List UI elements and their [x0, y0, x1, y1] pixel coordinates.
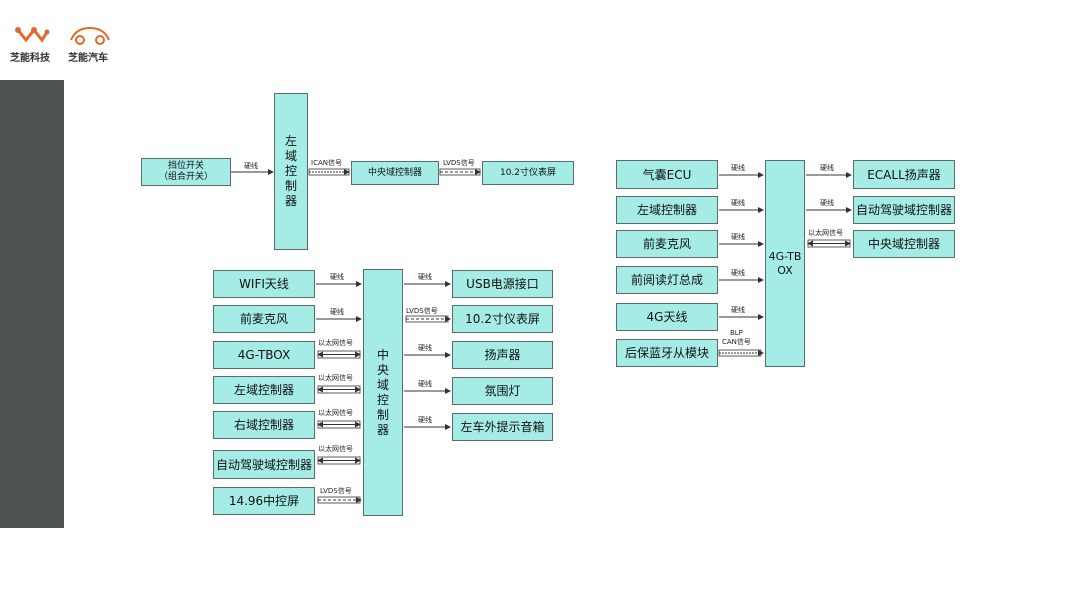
d3-output-box: 自动驾驶域控制器: [853, 196, 955, 224]
d3-output-edge-label: 硬线: [820, 199, 834, 207]
d2-input-edge-label: 以太网信号: [318, 339, 353, 347]
d3-input-edge-label: 硬线: [731, 164, 745, 172]
d3-output-box: 中央域控制器: [853, 230, 955, 258]
wire-d2-in-7: [317, 496, 362, 504]
d2-input-edge-label: 硬线: [330, 308, 344, 316]
d3-input-box: 4G天线: [616, 303, 718, 331]
logo-left-text: 芝能科技: [10, 53, 50, 64]
d2-output-box: 扬声器: [452, 341, 553, 369]
d2-output-edge-label: 硬线: [418, 344, 432, 352]
gear-switch-box: 挡位开关 （组合开关）: [141, 158, 231, 186]
logo-right-text: 芝能汽车: [68, 53, 108, 64]
d2-output-edge-label: LVDS信号: [406, 307, 438, 315]
zhineng-tech-logo-icon: [15, 27, 50, 43]
d3-input-box: 后保蓝牙从模块: [616, 339, 718, 367]
cluster-display-box: 10.2寸仪表屏: [482, 161, 574, 185]
d3-input-box: 左域控制器: [616, 196, 718, 224]
d2-output-edge-label: 硬线: [418, 273, 432, 281]
d3-input-box: 前麦克风: [616, 230, 718, 258]
wire-d2-in-3: [317, 350, 361, 359]
d3-input-edge-label: 硬线: [731, 269, 745, 277]
d3-input-edge-label: BLP CAN信号: [722, 329, 751, 346]
d2-central-domain-controller-box: 中央域控制器: [363, 269, 403, 516]
d3-input-edge-label: 硬线: [731, 233, 745, 241]
d2-output-box: 10.2寸仪表屏: [452, 305, 553, 333]
zhineng-auto-logo-icon: [70, 26, 110, 45]
wire-d2-out-2: [405, 315, 451, 323]
d2-input-edge-label: 硬线: [330, 273, 344, 281]
wire-d2-in-5: [317, 420, 361, 429]
d3-output-edge-label: 以太网信号: [808, 229, 843, 237]
d2-input-box: 自动驾驶域控制器: [213, 450, 315, 479]
d2-input-box: 14.96中控屏: [213, 487, 315, 515]
left-domain-controller-box: 左域控制器: [274, 93, 308, 250]
d3-input-box: 前阅读灯总成: [616, 266, 718, 294]
d2-input-box: 左域控制器: [213, 376, 315, 404]
d2-input-box: 前麦克风: [213, 305, 315, 333]
wire-d3-in-6: [718, 349, 764, 357]
tbox-center-box: 4G-TBOX: [765, 160, 805, 367]
d1-edge-lvds: LVDS信号: [443, 159, 475, 167]
d2-output-box: USB电源接口: [452, 270, 553, 298]
d2-output-box: 左车外提示音箱: [452, 413, 553, 441]
d2-output-box: 氛围灯: [452, 377, 553, 405]
d3-output-edge-label: 硬线: [820, 164, 834, 172]
d2-input-box: WIFI天线: [213, 270, 315, 298]
d2-output-edge-label: 硬线: [418, 416, 432, 424]
wire-d2-in-6: [317, 456, 361, 465]
central-domain-controller-box: 中央域控制器: [351, 161, 439, 185]
d2-input-edge-label: 以太网信号: [318, 445, 353, 453]
d2-input-edge-label: 以太网信号: [318, 374, 353, 382]
d3-input-edge-label: 硬线: [731, 306, 745, 314]
d2-output-edge-label: 硬线: [418, 380, 432, 388]
d3-input-edge-label: 硬线: [731, 199, 745, 207]
wire-d1-ican: [308, 168, 350, 176]
d2-input-box: 右域控制器: [213, 411, 315, 439]
d3-input-box: 气囊ECU: [616, 160, 718, 189]
d3-output-box: ECALL扬声器: [853, 160, 955, 189]
wire-d1-lvds: [439, 168, 481, 176]
d2-input-box: 4G-TBOX: [213, 341, 315, 369]
d1-edge-hardwire: 硬线: [244, 162, 258, 170]
wire-d2-in-4: [317, 385, 361, 394]
d2-input-edge-label: LVDS信号: [320, 487, 352, 495]
wire-d3-out-3: [807, 239, 851, 248]
d2-input-edge-label: 以太网信号: [318, 409, 353, 417]
d1-edge-ican: ICAN信号: [311, 159, 342, 167]
sidebar-band: [0, 80, 64, 528]
